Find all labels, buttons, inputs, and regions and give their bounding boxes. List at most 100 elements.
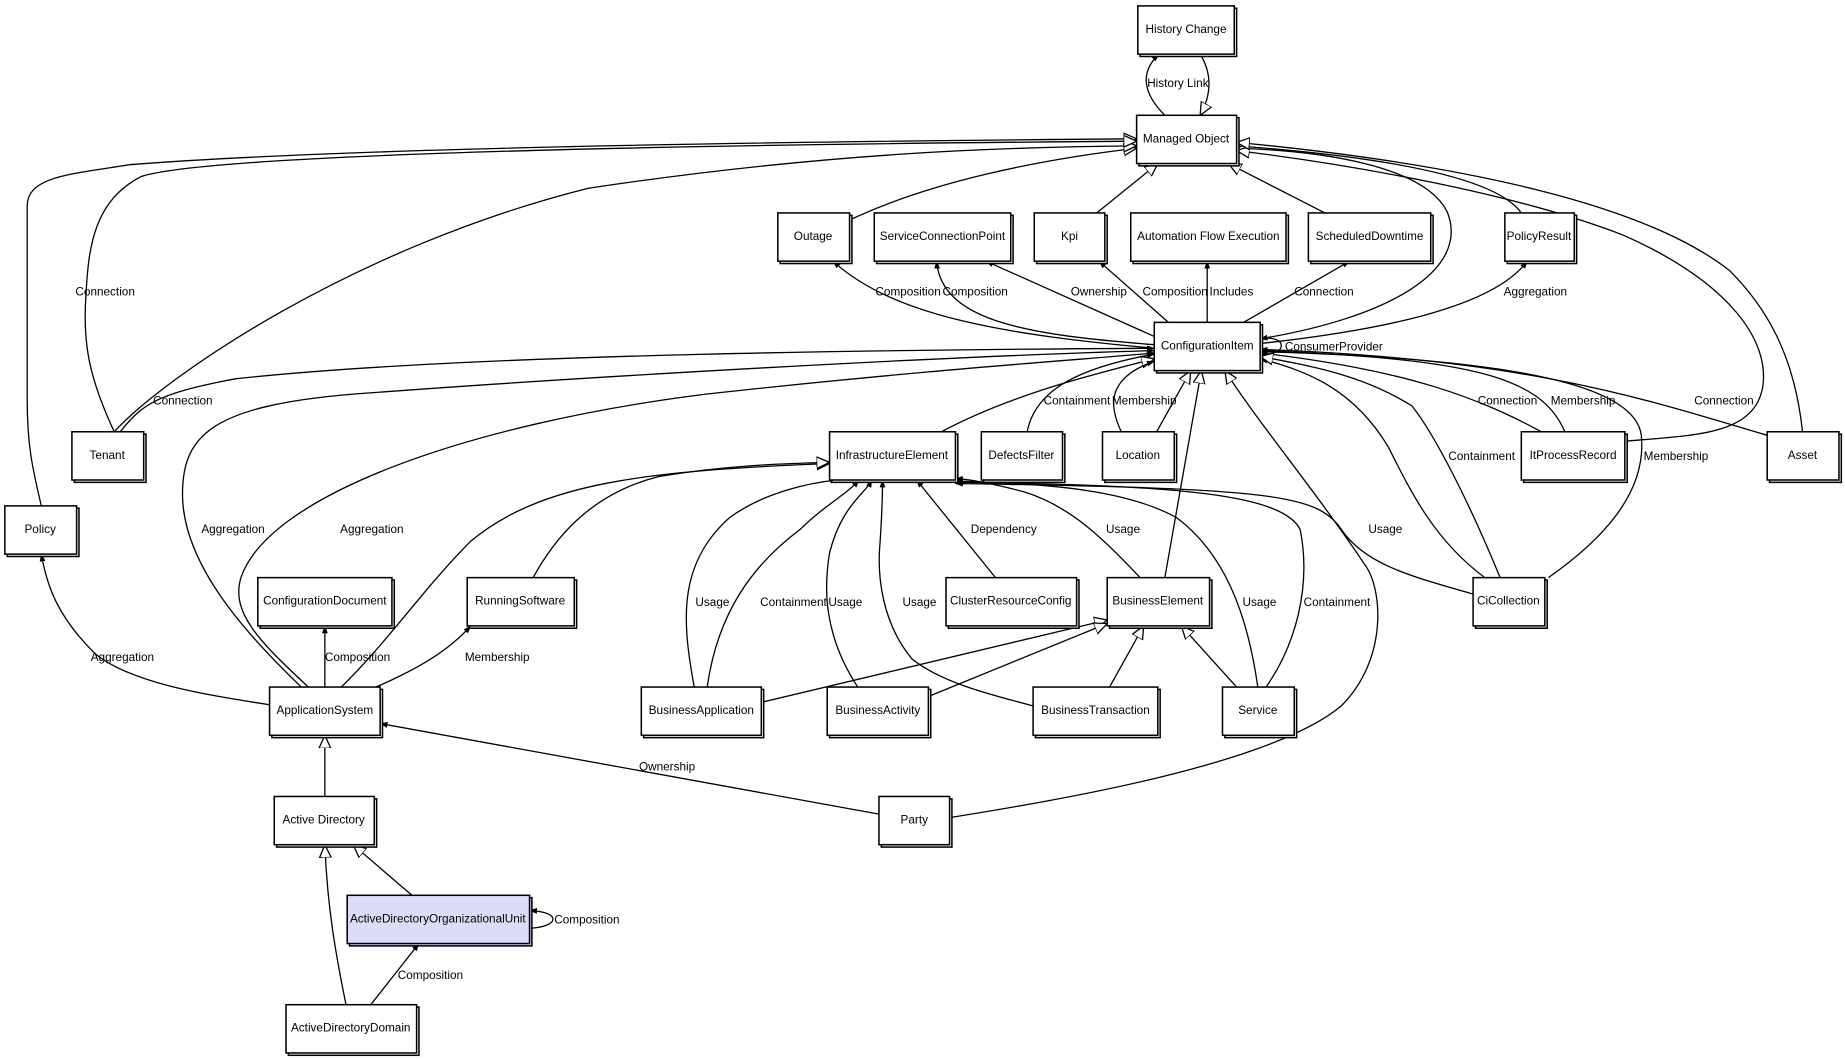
edge-label: Containment	[1304, 596, 1371, 609]
edge-label: Connection	[1694, 395, 1753, 408]
node-label: Automation Flow Execution	[1137, 230, 1279, 243]
edge-usage-businessactivity-infrastructureelement[interactable]: Usage	[825, 479, 873, 688]
edge-inherit-party-ci[interactable]	[949, 371, 1379, 819]
edge-inherit-asset-managedobject[interactable]	[1237, 142, 1804, 432]
edge-usage-businesstransaction-infrastructureelement[interactable]: Usage	[878, 479, 1034, 707]
node-ad-organizational-unit[interactable]: ActiveDirectoryOrganizationalUnit	[346, 894, 533, 947]
node-scheduled-downtime[interactable]: ScheduledDowntime	[1307, 212, 1434, 265]
edge-inherit-infrastructureelement-ci[interactable]	[941, 359, 1154, 433]
edge-includes-ci-automationflowexecution[interactable]: Includes	[1204, 260, 1253, 323]
edge-connection-asset-ci[interactable]: Connection	[1259, 346, 1768, 436]
edge-inherit-businesselement-ci[interactable]	[1164, 371, 1201, 578]
edge-inherit-cicollection-ci[interactable]	[1260, 356, 1501, 578]
node-ad-domain[interactable]: ActiveDirectoryDomain	[285, 1003, 420, 1057]
node-it-process-record[interactable]: ItProcessRecord	[1520, 431, 1628, 484]
edge-inherit-policy-managedobject[interactable]	[26, 139, 1136, 507]
edge-inherit-runningsoftware-infrastructureelement[interactable]	[532, 462, 829, 578]
edge-inherit-kpi-managedobject[interactable]	[1096, 164, 1158, 214]
node-application-system[interactable]: ApplicationSystem	[268, 686, 384, 739]
edge-containment-businessapplication-infrastructureelement[interactable]: Containment	[706, 479, 860, 688]
node-managed-object[interactable]: Managed Object	[1135, 114, 1240, 167]
edge-inherit-ci-managedobject[interactable]	[1237, 148, 1452, 340]
edge-label: History Link	[1147, 77, 1209, 90]
edge-inherit-scheduleddowntime-managedobject[interactable]	[1228, 164, 1326, 214]
edge-inherit-location-ci[interactable]	[1156, 371, 1191, 433]
edge-inherit-businessactivity-businesselement[interactable]	[928, 624, 1107, 698]
node-label: Location	[1116, 449, 1160, 462]
edge-ownership-party-appsystem[interactable]: Ownership	[379, 722, 880, 815]
edge-label: Usage	[1106, 523, 1140, 536]
edge-containment-defectsfilter-ci[interactable]: Containment	[1026, 352, 1156, 432]
edge-inherit-policyresult-managedobject[interactable]	[1237, 146, 1522, 214]
node-business-element[interactable]: BusinessElement	[1106, 576, 1213, 629]
edge-history-link[interactable]: History Link	[1145, 53, 1209, 116]
node-label: ScheduledDowntime	[1316, 230, 1424, 243]
edge-usage-businesselement-infrastructureelement[interactable]: Usage	[954, 475, 1141, 579]
edge-composition-ci-outage[interactable]: Composition	[832, 260, 1155, 349]
node-label: BusinessApplication	[649, 704, 754, 717]
edge-label: Usage	[1368, 523, 1402, 536]
edge-containment-cicollection-ci[interactable]: Containment	[1259, 357, 1516, 579]
node-automation-flow-execution[interactable]: Automation Flow Execution	[1129, 212, 1290, 265]
node-label: ConfigurationDocument	[263, 595, 387, 608]
edge-connection-ci-scheduleddowntime[interactable]: Connection	[1243, 260, 1354, 323]
node-policy-result[interactable]: PolicyResult	[1504, 212, 1578, 265]
edge-composition-addomain-adou[interactable]: Composition	[370, 942, 463, 1006]
edge-inherit-outage-managedobject[interactable]	[849, 148, 1137, 221]
edge-inherit-itprocessrecord-managedobject[interactable]	[1237, 151, 1765, 442]
edge-inherit-addomain-activedirectory[interactable]	[325, 845, 347, 1005]
node-service[interactable]: Service	[1221, 686, 1298, 739]
edge-membership-location-ci[interactable]: Membership	[1112, 360, 1177, 433]
edge-connection-tenant-ci[interactable]: Connection	[119, 345, 1156, 433]
edge-usage-businessapplication-infrastructureelement[interactable]: Usage	[685, 477, 839, 688]
node-configuration-item[interactable]: ConfigurationItem	[1153, 321, 1264, 374]
edge-label: Aggregation	[1504, 285, 1567, 298]
edge-ownership-ci-serviceconnectionpoint[interactable]: Ownership	[985, 260, 1155, 338]
edge-inherit-businessapplication-businesselement[interactable]	[761, 620, 1107, 703]
edge-aggregation-appsystem-policy[interactable]: Aggregation	[39, 553, 270, 706]
edge-label: Usage	[1243, 596, 1277, 609]
edge-composition-ci-kpi[interactable]: Composition	[1098, 260, 1208, 323]
node-business-activity[interactable]: BusinessActivity	[826, 686, 932, 739]
edge-inherit-tenant-managedobject[interactable]	[113, 146, 1136, 433]
node-kpi[interactable]: Kpi	[1033, 212, 1108, 265]
node-location[interactable]: Location	[1101, 431, 1178, 484]
edge-membership-cicollection-ci[interactable]: Membership	[1259, 349, 1709, 579]
node-cluster-resource-config[interactable]: ClusterResourceConfig	[945, 576, 1080, 629]
edge-connection-itprocessrecord-ci[interactable]: Connection	[1259, 350, 1542, 433]
edge-aggregation-ci-policyresult[interactable]: Aggregation	[1260, 260, 1567, 345]
edge-inherit-historychange-managedobject[interactable]	[1200, 53, 1209, 115]
node-asset[interactable]: Asset	[1766, 431, 1843, 484]
node-label: CiCollection	[1477, 595, 1540, 608]
node-configuration-document[interactable]: ConfigurationDocument	[257, 576, 396, 629]
node-tenant[interactable]: Tenant	[71, 431, 147, 484]
node-running-software[interactable]: RunningSoftware	[466, 576, 578, 629]
node-history-change[interactable]: History Change	[1137, 5, 1238, 58]
edge-inherit-adou-activedirectory[interactable]	[353, 845, 413, 896]
node-policy[interactable]: Policy	[4, 505, 80, 558]
edge-label: Dependency	[971, 523, 1037, 536]
node-ci-collection[interactable]: CiCollection	[1472, 576, 1548, 629]
edge-inherit-appsystem-infrastructureelement[interactable]	[340, 464, 829, 688]
edge-composition-ci-serviceconnectionpoint[interactable]: Composition	[934, 260, 1155, 346]
edge-composition-adou-self[interactable]: Composition	[528, 907, 620, 929]
edge-aggregation-appsystem-ci-1[interactable]: Aggregation	[181, 347, 1156, 688]
edge-connection-tenant-managedobject[interactable]: Connection	[75, 141, 1136, 433]
node-outage[interactable]: Outage	[777, 212, 853, 265]
node-infrastructure-element[interactable]: InfrastructureElement	[828, 431, 959, 484]
node-business-application[interactable]: BusinessApplication	[640, 686, 765, 739]
edge-label: Composition	[943, 285, 1008, 298]
edge-inherit-service-businesselement[interactable]	[1181, 626, 1238, 688]
edge-usage-cicollection-infrastructureelement[interactable]: Usage	[954, 480, 1474, 595]
node-party[interactable]: Party	[878, 795, 953, 848]
node-service-connection-point[interactable]: ServiceConnectionPoint	[873, 212, 1014, 265]
node-active-directory[interactable]: Active Directory	[273, 795, 378, 848]
edge-aggregation-appsystem-ci-2[interactable]: Aggregation	[238, 350, 1156, 688]
edge-dependency-clusterresourceconfig-infrastructureelement[interactable]: Dependency	[916, 479, 1037, 579]
node-business-transaction[interactable]: BusinessTransaction	[1032, 686, 1161, 739]
edge-inherit-businesstransaction-businesselement[interactable]	[1108, 626, 1144, 688]
node-defects-filter[interactable]: DefectsFilter	[980, 431, 1066, 484]
edge-label: Aggregation	[340, 523, 403, 536]
edge-composition-appsystem-configdocument[interactable]: Composition	[321, 625, 390, 688]
node-label: ActiveDirectoryDomain	[291, 1022, 411, 1035]
